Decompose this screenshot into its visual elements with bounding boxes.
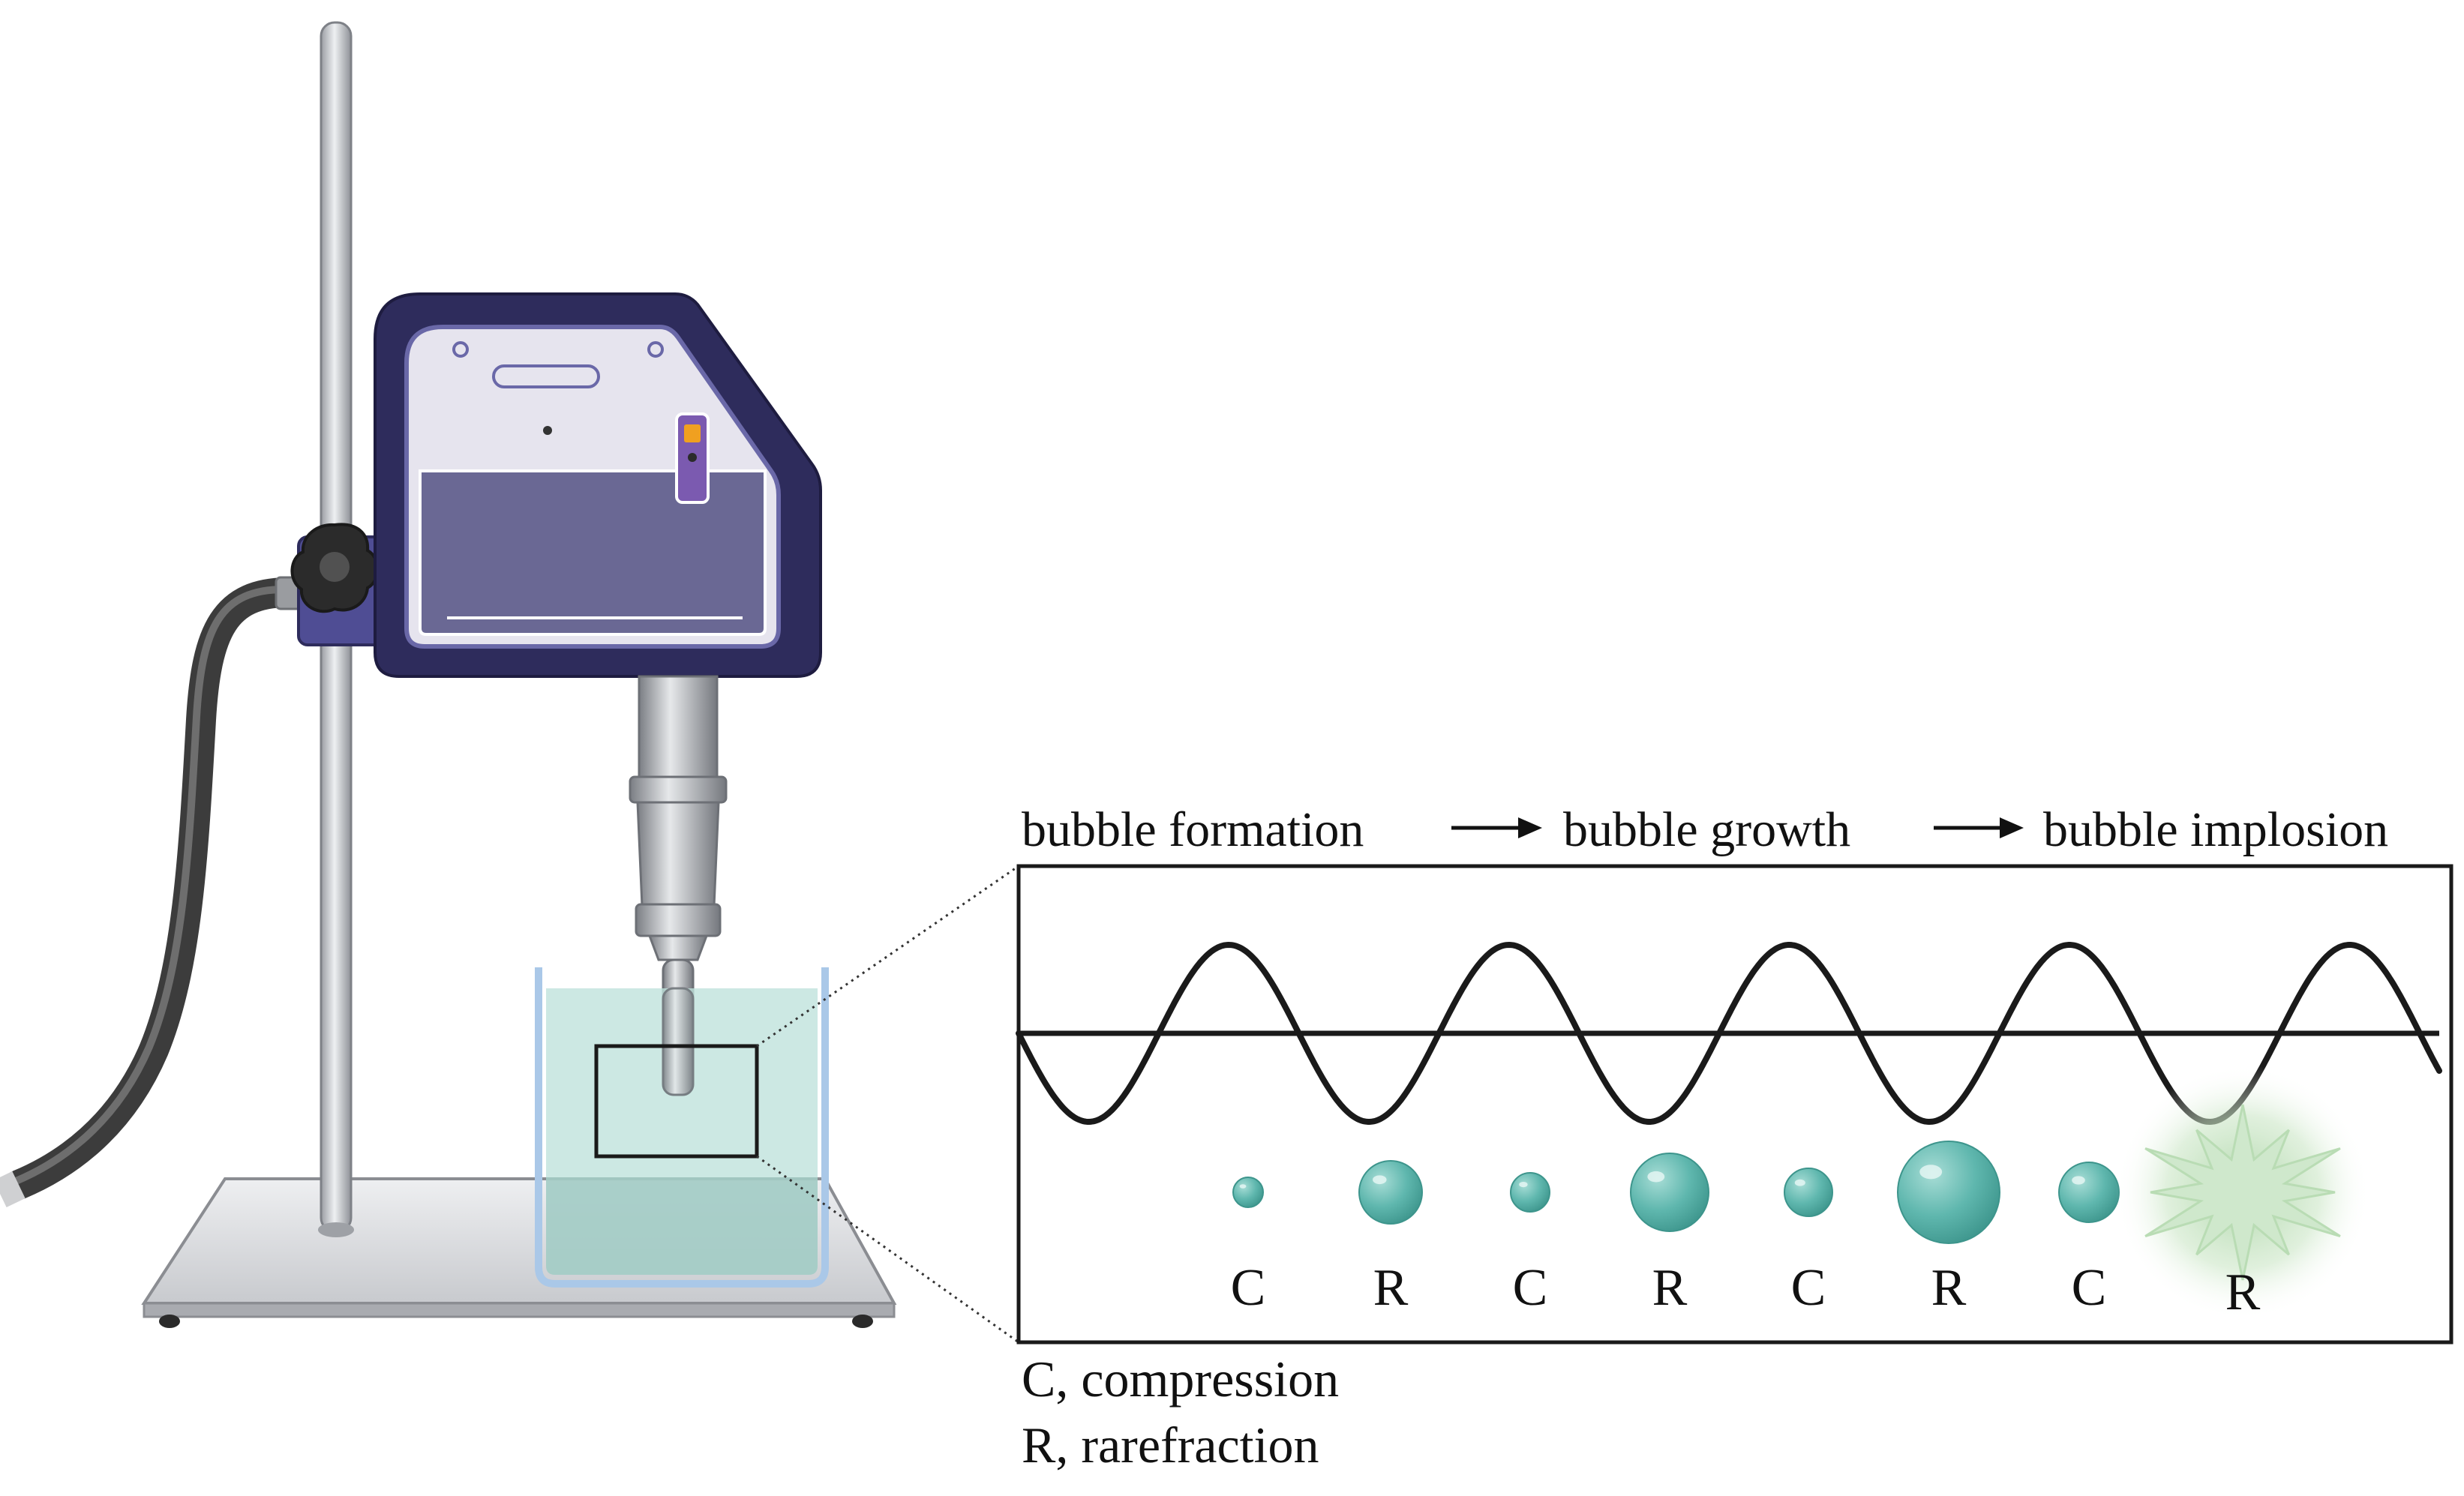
probe-in-liquid bbox=[662, 987, 695, 1096]
phase-label-rarefaction: R bbox=[1373, 1259, 1409, 1317]
legend-rarefraction: R, rarefraction bbox=[1022, 1417, 1319, 1474]
cavitation-bubble bbox=[1897, 1141, 2000, 1244]
phase-label-compression: C bbox=[2072, 1259, 2107, 1317]
arrow-2-icon bbox=[2000, 817, 2024, 838]
device-display-slot bbox=[492, 364, 600, 388]
stand-foot-left bbox=[159, 1315, 180, 1328]
process-header: bubble formation bubble growth bubble im… bbox=[1022, 802, 2388, 857]
device-control-panel bbox=[419, 469, 767, 636]
power-switch-led bbox=[688, 453, 697, 462]
step-bubble-implosion: bubble implosion bbox=[2043, 802, 2388, 857]
bubble-highlight bbox=[1373, 1175, 1387, 1185]
horn-neck bbox=[638, 675, 719, 793]
bubble-highlight bbox=[1239, 1184, 1247, 1189]
horn-body bbox=[636, 801, 720, 907]
zoom-region-box bbox=[594, 1044, 759, 1159]
power-cable-end bbox=[0, 1171, 26, 1208]
beaker-glass bbox=[535, 967, 829, 1288]
bubble-highlight bbox=[1647, 1171, 1665, 1183]
stand-base-edge bbox=[143, 1302, 896, 1318]
bubble-highlight bbox=[1794, 1179, 1805, 1186]
clamp-knob-center bbox=[320, 552, 350, 582]
cavitation-bubble bbox=[1232, 1177, 1264, 1208]
cavitation-bubble bbox=[1358, 1160, 1423, 1225]
power-cable bbox=[4, 577, 304, 1200]
stand-clamp bbox=[290, 523, 384, 646]
device-screw-1 bbox=[452, 341, 469, 358]
cavitation-bubble bbox=[1630, 1153, 1709, 1232]
cavitation-bubble bbox=[1784, 1168, 1833, 1217]
horn-taper bbox=[647, 934, 709, 961]
stand-rod-foot bbox=[318, 1222, 354, 1237]
ultrasonic-processor bbox=[374, 292, 822, 678]
horn-collar-1 bbox=[629, 775, 728, 804]
bubble-highlight bbox=[1919, 1165, 1943, 1180]
implosion-burst-icon bbox=[2144, 1104, 2341, 1281]
step-bubble-growth: bubble growth bbox=[1563, 802, 1850, 857]
device-indicator-dot bbox=[543, 426, 552, 435]
phase-label-rarefaction: R bbox=[1652, 1259, 1688, 1317]
beaker bbox=[535, 967, 829, 1288]
step-bubble-formation: bubble formation bbox=[1022, 802, 1364, 857]
phase-label-rarefaction: R bbox=[2225, 1264, 2261, 1321]
horn-collar-2 bbox=[635, 903, 722, 937]
phase-label-compression: C bbox=[1231, 1259, 1266, 1317]
device-screw-2 bbox=[647, 341, 664, 358]
beaker-liquid-bottom bbox=[546, 1177, 818, 1275]
phase-label-compression: C bbox=[1513, 1259, 1548, 1317]
bubble-highlight bbox=[2072, 1176, 2085, 1185]
cavitation-bubble bbox=[2058, 1162, 2120, 1223]
legend-compression: C, compression bbox=[1022, 1351, 1339, 1408]
legend: C, compression R, rarefraction bbox=[1022, 1351, 1339, 1474]
zoom-line-top bbox=[756, 865, 1019, 1048]
power-switch-icon bbox=[684, 424, 701, 442]
cavitation-bubble bbox=[1510, 1172, 1550, 1213]
stand-foot-right bbox=[852, 1315, 873, 1328]
bubble-highlight bbox=[1519, 1181, 1528, 1188]
arrow-1-icon bbox=[1518, 817, 1542, 838]
phase-label-rarefaction: R bbox=[1931, 1259, 1967, 1317]
phase-label-compression: C bbox=[1791, 1259, 1826, 1317]
power-cable-highlight bbox=[11, 586, 288, 1186]
